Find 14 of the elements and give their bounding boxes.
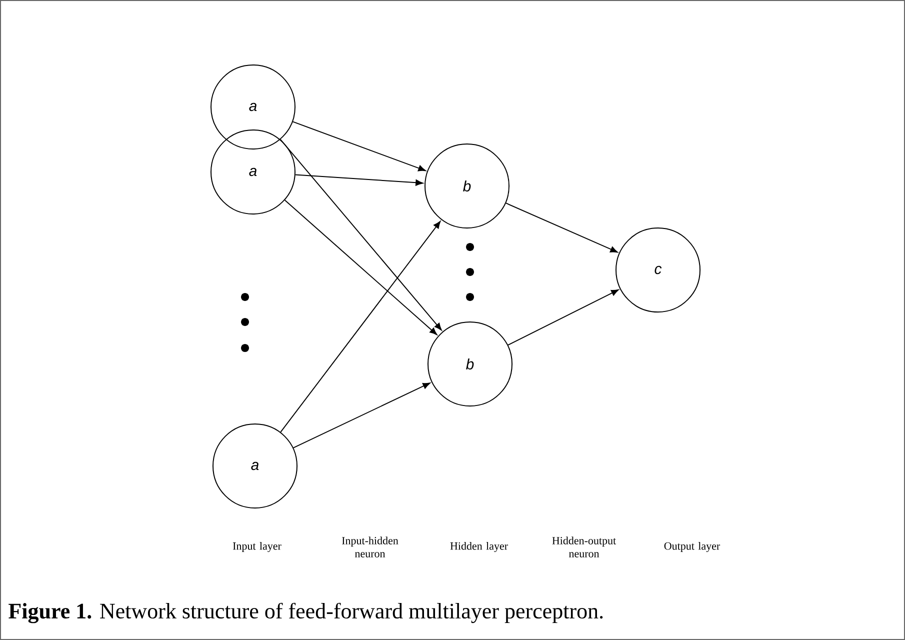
layer-label: Input layer [232,542,282,552]
figure-caption: Figure 1. Network structure of feed-forward multilayer perceptron. [8,602,603,624]
layer-label: Hidden layer [450,542,508,552]
arrow [280,138,442,330]
layer-label: Hidden-output neuron [552,536,616,558]
arrow [292,121,426,172]
layer-label: Input-hidden neuron [342,536,398,558]
arrow [505,202,618,253]
arrow [294,174,424,186]
arrow [284,200,438,336]
layer-label: Output layer [664,542,720,552]
arrow [292,382,430,448]
arrow [508,289,619,346]
arrow [280,220,441,433]
